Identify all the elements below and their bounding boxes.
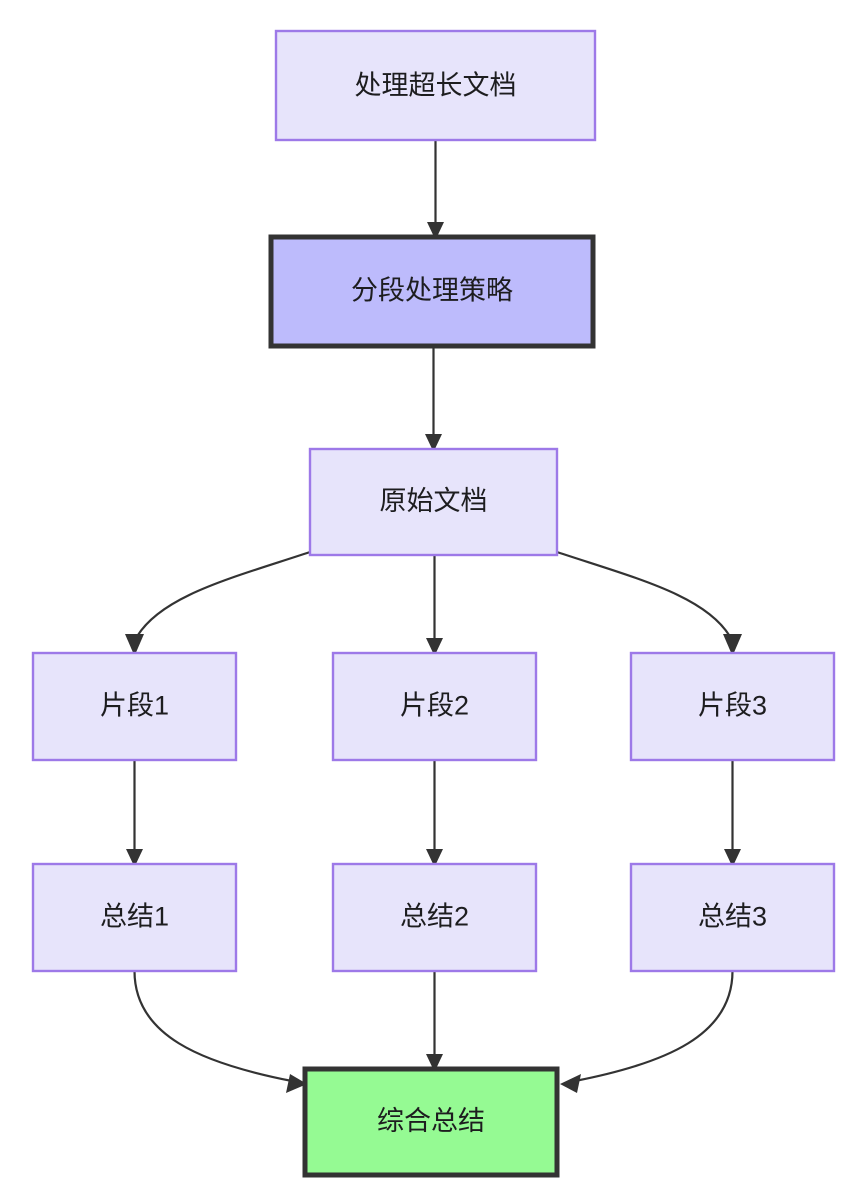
node-process-long-document[interactable]: 处理超长文档: [274, 29, 597, 142]
node-label-source-document: 原始文档: [380, 486, 488, 516]
node-source-document[interactable]: 原始文档: [308, 447, 559, 557]
node-chunk-1[interactable]: 片段1: [31, 651, 238, 762]
node-label-summary-2: 总结2: [400, 902, 469, 932]
node-chunking-strategy[interactable]: 分段处理策略: [268, 234, 596, 349]
node-summary-1[interactable]: 总结1: [31, 862, 238, 973]
node-label-summary-3: 总结3: [698, 902, 767, 932]
node-label-chunk-2: 片段2: [400, 691, 469, 721]
node-label-chunk-3: 片段3: [698, 691, 767, 721]
node-layer: 处理超长文档 分段处理策略 原始文档 片段1 片段2 片段3: [31, 29, 836, 1178]
node-label-process-long-document: 处理超长文档: [355, 71, 517, 101]
edge-summary2-to-final: [426, 971, 443, 1072]
edge-summary3-to-final: [560, 970, 734, 1093]
edge-source-to-chunk2: [426, 555, 443, 656]
edge-chunk2-to-summary2: [426, 760, 443, 867]
edge-layer: [125, 140, 742, 1093]
edge-chunk1-to-summary1: [126, 760, 143, 867]
edge-doc-to-strategy: [427, 140, 444, 240]
edge-chunk3-to-summary3: [724, 760, 741, 867]
edge-source-to-chunk3: [556, 550, 742, 656]
node-summary-2[interactable]: 总结2: [331, 862, 538, 973]
node-final-summary[interactable]: 综合总结: [302, 1066, 560, 1178]
edge-source-to-chunk1: [125, 550, 311, 656]
node-chunk-2[interactable]: 片段2: [331, 651, 538, 762]
node-label-summary-1: 总结1: [100, 902, 169, 932]
edge-strategy-to-source: [425, 346, 442, 452]
node-label-chunking-strategy: 分段处理策略: [351, 276, 513, 306]
node-label-chunk-1: 片段1: [100, 691, 169, 721]
node-summary-3[interactable]: 总结3: [629, 862, 836, 973]
node-label-final-summary: 综合总结: [377, 1106, 485, 1136]
node-chunk-3[interactable]: 片段3: [629, 651, 836, 762]
edge-summary1-to-final: [133, 970, 307, 1093]
